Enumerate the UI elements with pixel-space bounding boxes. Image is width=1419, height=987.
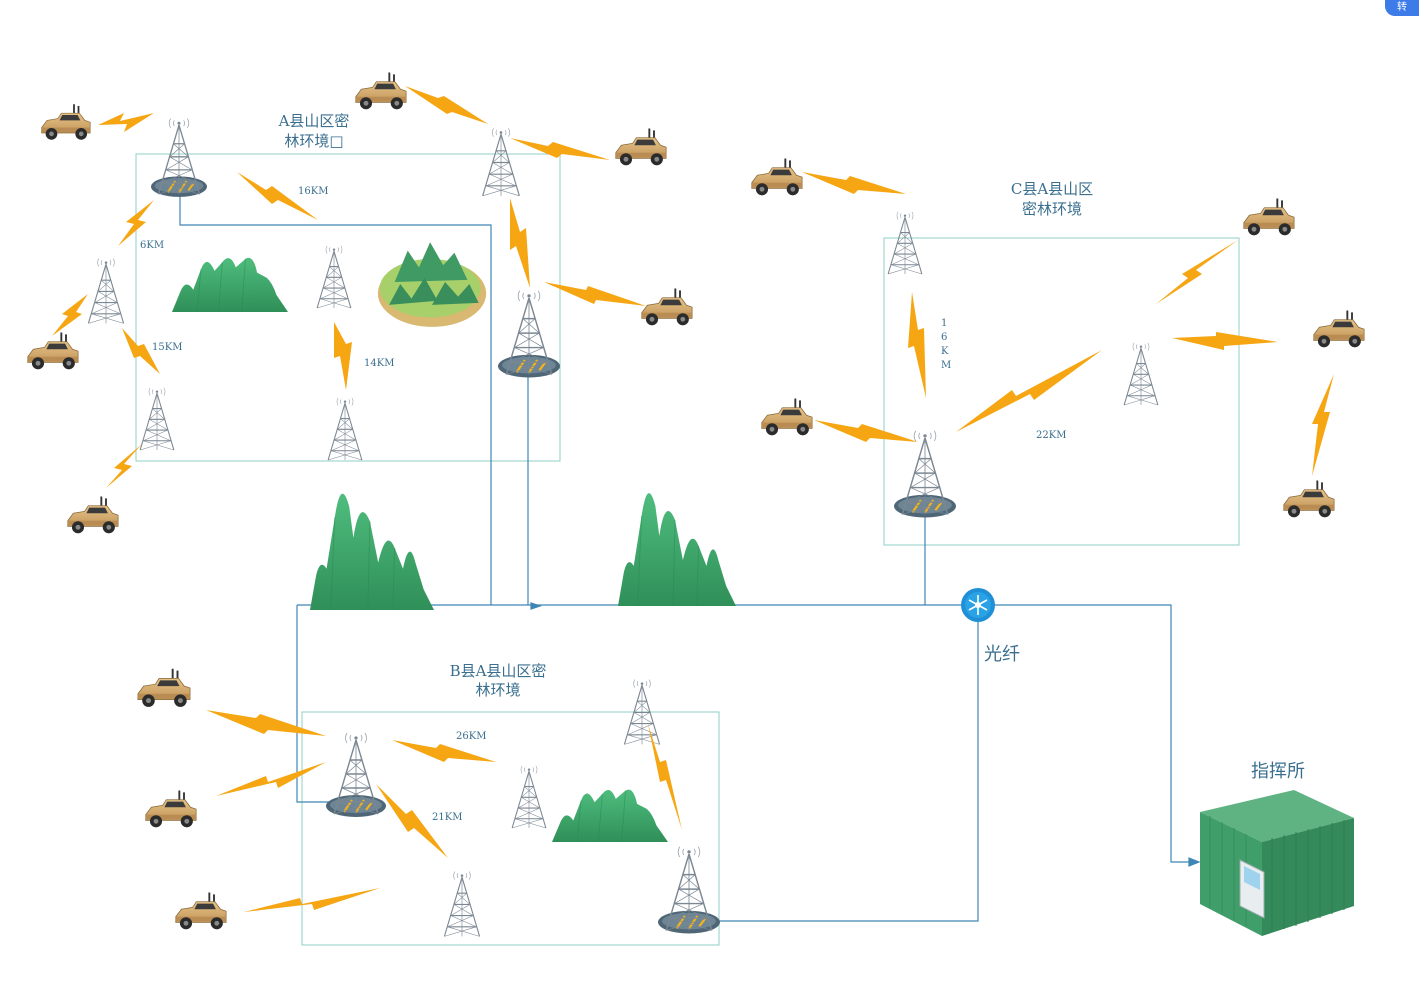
lightning-icon — [334, 322, 352, 390]
tower-icon — [498, 291, 560, 378]
tower-icon — [443, 870, 481, 938]
region-c-title-line1: C县A县山区 — [1011, 180, 1093, 198]
vehicle-icon — [1312, 309, 1366, 349]
vehicle-icon — [40, 103, 92, 141]
lightning-icon — [206, 710, 326, 736]
vehicle-icon — [354, 71, 408, 111]
lightning-icon — [392, 740, 496, 762]
lightning-icon — [802, 172, 906, 194]
lightning-icon — [1312, 374, 1334, 476]
lightning-icon — [1156, 240, 1238, 304]
lightning-icon — [216, 762, 326, 796]
convert-badge[interactable]: 转 — [1385, 0, 1419, 16]
region-b-title-line1: B县A县山区密 — [450, 662, 547, 680]
convert-badge-label: 转 — [1397, 2, 1407, 13]
distance-label: 14KM — [364, 358, 394, 369]
mountain-tall-1 — [310, 493, 434, 610]
vehicle-icon — [1242, 197, 1296, 237]
fiber-label: 光纤 — [984, 644, 1020, 665]
mountain-tall-2 — [618, 492, 736, 606]
tower-icon — [511, 765, 547, 829]
tower-icon — [139, 387, 175, 451]
region-b-title-line2: 林环境 — [475, 681, 520, 699]
lightning-icon — [648, 724, 682, 830]
island-a — [377, 242, 487, 327]
distance-label-vertical-1: 1 — [941, 318, 947, 329]
tower-icon — [151, 119, 207, 197]
tower-icon — [887, 211, 923, 275]
tower-icon — [87, 257, 125, 325]
region-a-title-line2: 林环境□ — [284, 132, 343, 150]
region-c-title-line2: 密林环境 — [1022, 200, 1082, 218]
lightning-icon — [122, 328, 160, 374]
distance-label-vertical-4: M — [941, 360, 951, 371]
lightning-icon — [376, 784, 448, 858]
distance-label: 21KM — [432, 812, 462, 823]
vehicle-icon — [26, 331, 80, 371]
lightning-icon — [544, 282, 646, 306]
command-post-label: 指挥所 — [1251, 761, 1305, 782]
tower-icon — [658, 847, 720, 934]
vehicle-icon — [136, 667, 192, 709]
lightning-icon — [956, 350, 1102, 432]
lightning-icon — [244, 888, 380, 912]
lightning-icon — [405, 86, 488, 124]
lightning-icon — [510, 198, 530, 288]
mountain-b1 — [552, 789, 668, 842]
lightning-icon — [118, 200, 154, 246]
mountain-a1 — [172, 257, 288, 312]
vehicle-icon — [174, 891, 228, 931]
wireless-links — [52, 86, 1334, 912]
vehicle-icon — [144, 789, 198, 829]
lightning-icon — [908, 292, 926, 398]
region-a-box — [135, 153, 561, 462]
tower-icon — [326, 733, 386, 817]
lightning-icon — [98, 113, 154, 132]
tower-icon — [894, 431, 956, 518]
vehicle-icon — [760, 397, 814, 437]
region-c-box — [883, 237, 1240, 546]
tower-icon — [481, 127, 521, 197]
distance-label: 16KM — [298, 186, 328, 197]
distance-label-vertical-3: K — [941, 346, 949, 357]
distance-label: 22KM — [1036, 430, 1066, 441]
fiber-hub-icon — [961, 588, 995, 622]
vehicle-icon — [614, 127, 668, 167]
distance-label: 15KM — [152, 342, 182, 353]
command-post-building-icon — [1200, 790, 1354, 936]
lightning-icon — [814, 420, 918, 442]
distance-label-vertical-2: 6 — [941, 332, 947, 343]
tower-icon — [316, 245, 352, 309]
region-b-box — [301, 711, 720, 946]
distance-label: 6KM — [140, 240, 164, 251]
lightning-icon — [237, 172, 318, 220]
vehicle-icon — [750, 157, 804, 197]
lightning-icon — [52, 294, 88, 336]
lightning-icon — [106, 444, 142, 488]
tower-icon — [327, 397, 363, 461]
lightning-icon — [510, 138, 610, 160]
region-a-title-line1: A县山区密 — [278, 112, 350, 130]
distance-label: 26KM — [456, 731, 486, 742]
vehicle-icon — [1282, 479, 1336, 519]
tower-icon — [1123, 342, 1159, 406]
lightning-icon — [1172, 332, 1278, 350]
vehicle-icon — [640, 287, 694, 327]
vehicle-icon — [66, 495, 120, 535]
